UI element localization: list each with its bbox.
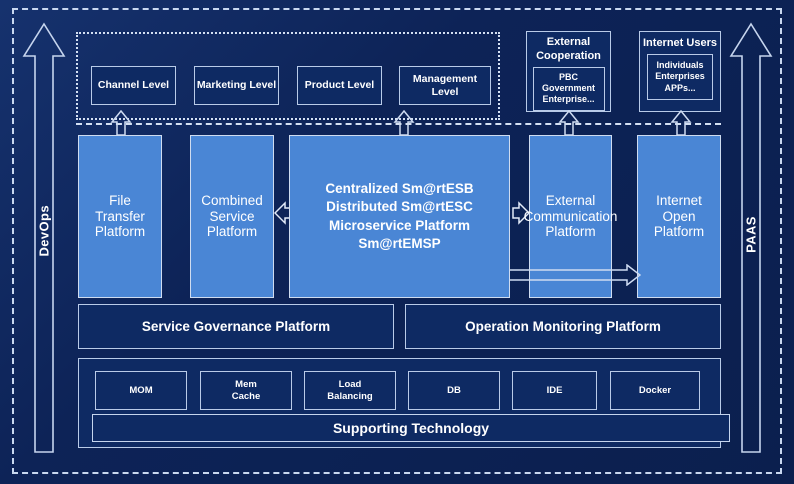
- platform-label-line: Distributed Sm@rtESC: [326, 199, 473, 215]
- paas-arrow: PAAS: [729, 22, 773, 454]
- internet-users-detail-box: Individuals Enterprises APPs...: [647, 53, 713, 100]
- outer-dashed-frame: [12, 8, 782, 474]
- supporting-technology-banner[interactable]: Supporting Technology: [92, 414, 730, 442]
- platform-box-internet-open[interactable]: Internet Open Platform: [637, 135, 721, 298]
- platform-box-centralized-esb[interactable]: Centralized Sm@rtESB Distributed Sm@rtES…: [289, 135, 510, 298]
- external-cooperation-box[interactable]: External Cooperation PBC Government Ente…: [526, 31, 611, 112]
- right-chevron-arrow-icon: [512, 200, 531, 231]
- tech-box-ide[interactable]: IDE: [512, 371, 597, 410]
- internet-users-detail-line: APPs...: [664, 82, 696, 93]
- level-box-channel[interactable]: Channel Level: [91, 66, 176, 105]
- tech-label-line: Mem: [235, 378, 257, 390]
- tech-box-mom[interactable]: MOM: [95, 371, 187, 410]
- tech-box-docker[interactable]: Docker: [610, 371, 700, 410]
- level-box-marketing[interactable]: Marketing Level: [194, 66, 279, 105]
- tech-label-line: Balancing: [327, 390, 373, 402]
- level-box-product[interactable]: Product Level: [297, 66, 382, 105]
- external-cooperation-title: External Cooperation: [536, 36, 601, 62]
- platform-label-line: File: [109, 192, 131, 208]
- tech-label-line: DB: [447, 384, 461, 396]
- tech-label-line: Docker: [638, 384, 672, 396]
- tech-box-load-balancing[interactable]: Load Balancing: [304, 371, 396, 410]
- internet-users-detail-line: Individuals: [656, 60, 704, 71]
- business-level-group: [76, 32, 500, 120]
- platform-box-file-transfer[interactable]: File Transfer Platform: [78, 135, 162, 298]
- platform-box-external-communication[interactable]: External Communication Platform: [524, 135, 617, 298]
- tech-label-line: MOM: [129, 384, 153, 396]
- external-cooperation-detail-box: PBC Government Enterprise...: [532, 66, 605, 111]
- devops-arrow: DevOps: [22, 22, 66, 454]
- platform-label-line: Service: [209, 208, 255, 224]
- tech-box-mem-cache[interactable]: Mem Cache: [200, 371, 292, 410]
- platform-label-line: Open: [662, 208, 696, 224]
- supporting-technology-label: Supporting Technology: [332, 419, 490, 436]
- operation-monitoring-platform-box[interactable]: Operation Monitoring Platform: [405, 304, 721, 349]
- platform-label-line: Centralized Sm@rtESB: [325, 181, 474, 197]
- platform-label-line: Communication: [523, 208, 618, 224]
- platform-label-line: Combined: [201, 192, 263, 208]
- tech-label-line: Cache: [231, 390, 261, 402]
- tech-label-line: IDE: [546, 384, 563, 396]
- platform-label-line: Platform: [545, 224, 596, 240]
- horizontal-flow-arrow: [508, 263, 642, 291]
- layer-separator: [76, 123, 721, 125]
- operation-monitoring-label: Operation Monitoring Platform: [465, 318, 661, 334]
- level-label: Marketing Level: [196, 79, 277, 92]
- external-cooperation-detail: PBC Government Enterprise...: [541, 71, 595, 105]
- platform-label-line: Microservice Platform Sm@rtEMSP: [328, 217, 471, 251]
- devops-arrow-label: DevOps: [36, 204, 52, 257]
- platform-box-combined-service[interactable]: Combined Service Platform: [190, 135, 274, 298]
- internet-users-detail-line: Enterprises: [655, 71, 705, 82]
- level-box-management[interactable]: Management Level: [399, 66, 491, 105]
- paas-arrow-label: PAAS: [743, 216, 759, 253]
- level-label: Management Level: [412, 73, 478, 98]
- tech-label-line: Load: [338, 378, 362, 390]
- platform-label-line: Transfer: [95, 208, 145, 224]
- level-label: Channel Level: [97, 79, 170, 92]
- service-governance-label: Service Governance Platform: [141, 318, 331, 334]
- level-label: Product Level: [304, 79, 375, 92]
- internet-users-box[interactable]: Internet Users Individuals Enterprises A…: [639, 31, 721, 112]
- platform-label-line: Platform: [206, 224, 258, 240]
- platform-label-line: Platform: [94, 224, 146, 240]
- tech-box-db[interactable]: DB: [408, 371, 500, 410]
- internet-users-title: Internet Users: [643, 37, 717, 49]
- platform-label-line: Platform: [653, 224, 705, 240]
- platform-label-line: External: [545, 192, 596, 208]
- service-governance-platform-box[interactable]: Service Governance Platform: [78, 304, 394, 349]
- platform-label-line: Internet: [656, 192, 702, 208]
